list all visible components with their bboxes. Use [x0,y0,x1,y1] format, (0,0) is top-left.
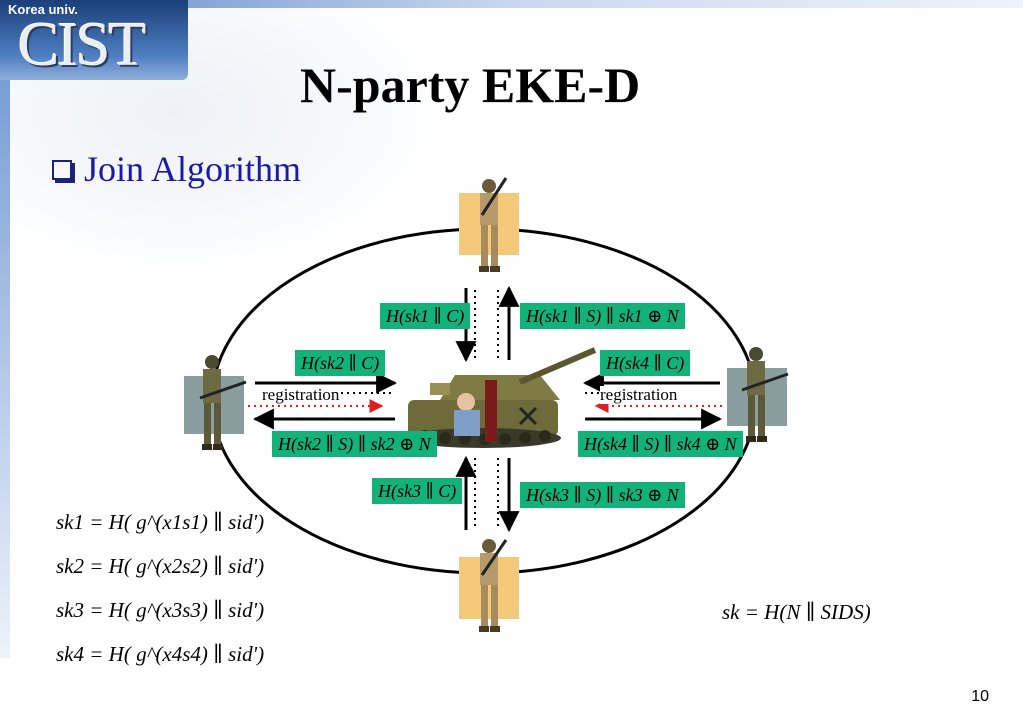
equation-sk4: sk4 = H( g^(x4s4) ∥ sid') [56,642,264,667]
equation-sk1: sk1 = H( g^(x1s1) ∥ sid') [56,510,264,535]
equation-sk2: sk2 = H( g^(x2s2) ∥ sid') [56,554,264,579]
box-sk1-s-n: H(sk1 ∥ S) ∥ sk1 ⊕ N [520,303,685,329]
slide-title: N-party EKE-D [300,57,641,113]
top-accent-bar [0,0,1023,8]
soldier-left [184,355,247,450]
registration-label-left: registration [262,385,340,404]
equation-lhs: sk3 [56,598,84,622]
cist-logo: Korea univ. CIST [0,0,188,80]
box-sk2-c: H(sk2 ∥ C) [295,350,386,376]
registration-label-right: registration [600,385,678,404]
equation-rhs: = H( g^(x3s3) ∥ sid') [89,598,265,622]
box-sk3-c: H(sk3 ∥ C) [372,478,463,504]
soldier-top [459,177,519,272]
top-arrows [455,285,520,363]
session-key-equation: sk = H(N ∥ SIDS) [722,600,871,624]
equation-lhs: sk2 [56,554,84,578]
page-number: 10 [971,688,989,705]
box-sk2-s-n: H(sk2 ∥ S) ∥ sk2 ⊕ N [272,431,437,457]
equation-rhs: = H( g^(x1s1) ∥ sid') [89,510,265,534]
slide-subtitle: Join Algorithm [84,149,302,189]
bullet-square-icon [52,160,72,180]
logo-university-text: Korea univ. [8,2,78,17]
soldier-bottom [459,539,519,632]
box-sk4-c: H(sk4 ∥ C) [600,350,691,376]
equation-rhs: = H( g^(x4s4) ∥ sid') [89,642,265,666]
box-sk1-c: H(sk1 ∥ C) [380,303,471,329]
logo-cist-text: CIST [18,11,146,79]
equation-rhs: = H( g^(x2s2) ∥ sid') [89,554,265,578]
tank-illustration [405,347,597,448]
equation-lhs: sk1 [56,510,84,534]
equation-lhs: sk4 [56,642,84,666]
equation-sk3: sk3 = H( g^(x3s3) ∥ sid') [56,598,264,623]
left-accent-bar [0,8,10,658]
bottom-arrows [455,455,520,533]
box-sk4-s-n: H(sk4 ∥ S) ∥ sk4 ⊕ N [578,431,743,457]
box-sk3-s-n: H(sk3 ∥ S) ∥ sk3 ⊕ N [520,482,685,508]
soldier-right [727,347,789,442]
left-arrows [248,372,398,430]
